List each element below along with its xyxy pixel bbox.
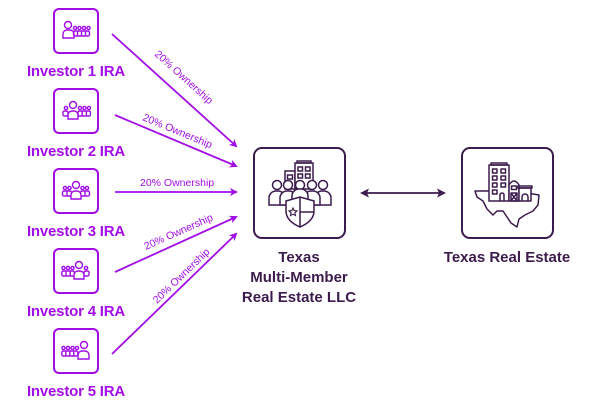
investor-5-label: Investor 5 IRA (26, 383, 126, 400)
texas-buildings-icon (474, 162, 540, 228)
ownership-arrow-1 (111, 33, 238, 148)
llc-label-line-1: Texas (278, 249, 320, 266)
investor-4-box (53, 248, 99, 294)
investor-3-label: Investor 3 IRA (26, 223, 126, 240)
investor-1-box (53, 8, 99, 54)
property-box (461, 147, 554, 239)
ownership-label-3: 20% Ownership (140, 177, 214, 189)
investor-1-label: Investor 1 IRA (26, 63, 126, 80)
ownership-label-5: 20% Ownership (151, 246, 213, 306)
group-left-person-icon (62, 20, 91, 39)
investor-3-box (53, 168, 99, 214)
members-buildings-shield-icon (268, 160, 332, 228)
group-center-right-person-icon (61, 260, 90, 280)
ownership-arrow-5 (111, 232, 238, 355)
group-right-person-icon (61, 340, 90, 360)
investor-4-label: Investor 4 IRA (26, 303, 126, 320)
investor-5-box (53, 328, 99, 374)
group-center-left-person-icon (62, 100, 91, 120)
property-label: Texas Real Estate (443, 249, 571, 266)
ownership-arrow-2 (114, 114, 238, 168)
llc-label-line-2: Multi-Member (250, 269, 348, 286)
llc-label-line-3: Real Estate LLC (241, 289, 357, 306)
group-center-person-icon (61, 180, 91, 200)
ownership-arrow-4 (114, 215, 238, 273)
llc-box (253, 147, 346, 239)
investor-2-label: Investor 2 IRA (26, 143, 126, 160)
investor-2-box (53, 88, 99, 134)
